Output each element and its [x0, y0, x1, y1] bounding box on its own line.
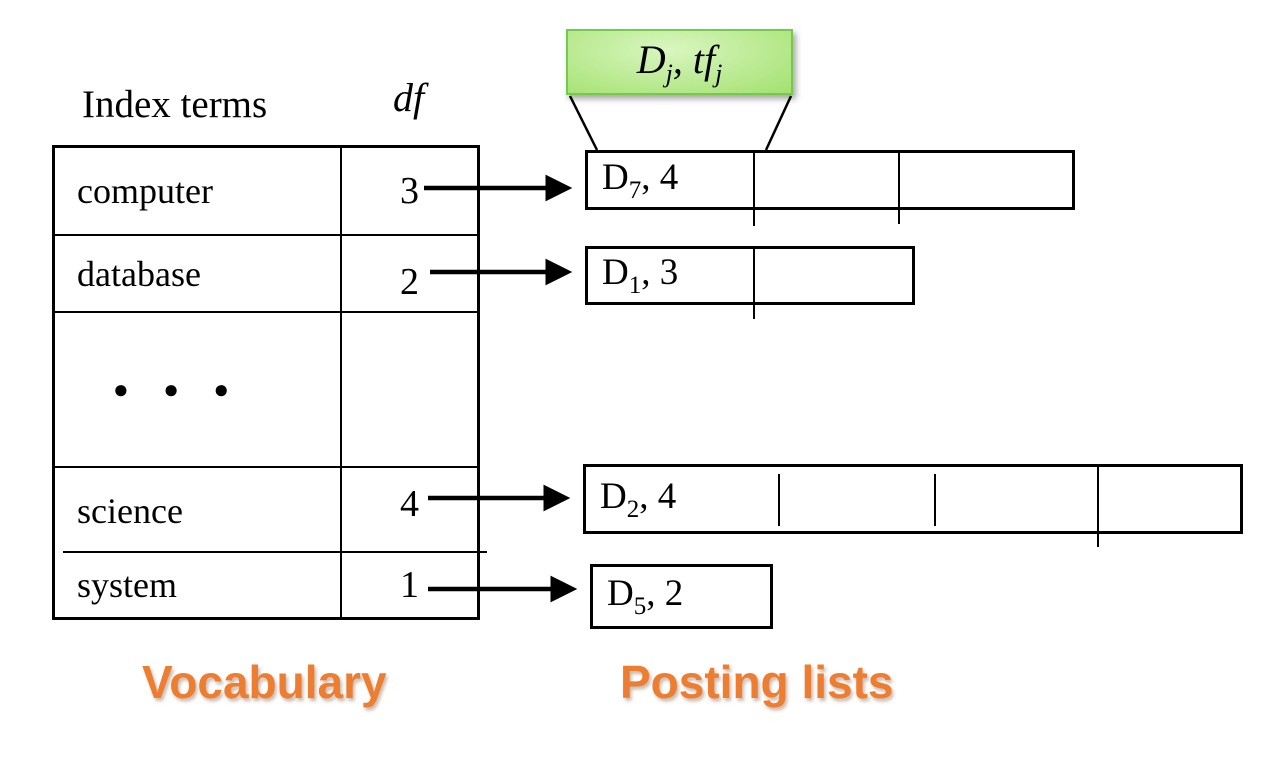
cell-divider: [934, 474, 936, 526]
posting-entry: D7, 4: [602, 156, 679, 204]
callout-line-right: [764, 95, 793, 151]
vocabulary-table: computer 3 database 2 ● ● ● science 4 sy…: [52, 145, 487, 620]
posting-list-science: D2, 4: [583, 464, 1243, 547]
callout-text: Dj, tfj: [636, 36, 723, 88]
vocab-row-database: database 2: [55, 236, 477, 313]
df-cell: 2: [400, 260, 419, 303]
df-cell: 1: [400, 564, 419, 606]
term-cell: system: [55, 553, 342, 617]
cell-divider: [778, 474, 780, 526]
callout-line-left: [568, 95, 599, 151]
posting-entry: D2, 4: [600, 475, 677, 523]
vocab-row-system: system 1: [55, 553, 477, 617]
posting-entry: D5, 2: [607, 573, 684, 620]
term-cell: database: [55, 236, 342, 311]
posting-entry: D1, 3: [602, 252, 679, 299]
vocab-header-index-terms: Index terms: [82, 83, 268, 126]
cell-divider: [753, 247, 755, 319]
cell-divider: [753, 150, 755, 226]
label-posting-lists: Posting lists: [620, 656, 894, 708]
vocab-row-ellipsis: ● ● ●: [55, 313, 477, 468]
vocab-header-df: df: [393, 75, 425, 120]
posting-list-system: D5, 2: [590, 564, 773, 629]
df-cell: [342, 313, 477, 466]
vocab-row-computer: computer 3: [55, 148, 477, 236]
df-cell: 3: [400, 170, 419, 212]
ellipsis-dots: ● ● ●: [55, 313, 342, 466]
term-cell: science: [55, 468, 342, 553]
df-cell: 4: [400, 482, 419, 525]
vocab-row-science: science 4: [55, 468, 487, 553]
posting-entry-callout: Dj, tfj: [566, 29, 793, 95]
posting-list-computer: D7, 4: [585, 150, 1075, 226]
cell-divider: [1097, 465, 1099, 547]
term-cell: computer: [55, 148, 342, 234]
label-vocabulary: Vocabulary: [142, 656, 387, 708]
cell-divider: [898, 150, 900, 224]
row-separator-line: [63, 551, 487, 553]
posting-list-database: D1, 3: [585, 246, 915, 319]
